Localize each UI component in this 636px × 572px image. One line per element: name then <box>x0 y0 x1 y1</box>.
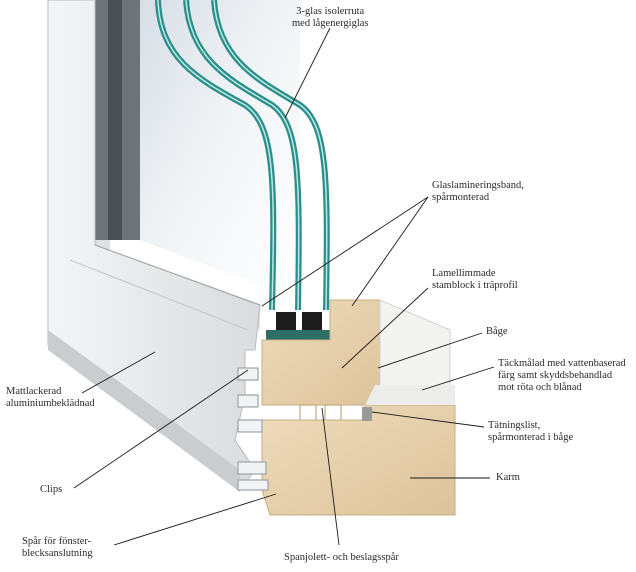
leader-spar <box>113 493 277 546</box>
label-tackmalad: Täckmålad med vattenbaserad färg samt sk… <box>498 358 626 393</box>
label-glass: 3-glas isolerruta med lågenergiglas <box>292 6 369 29</box>
glass-pane <box>140 0 300 300</box>
label-spar-fonsterblecksanslutning: Spår för fönster- blecksanslutning <box>22 536 93 559</box>
leader-mattlack <box>81 351 156 394</box>
leader-clips <box>73 369 249 489</box>
label-clips: Clips <box>40 484 63 495</box>
label-spanjolett: Spanjolett- och beslagsspår <box>284 552 399 563</box>
leader-spanjolett <box>321 407 340 546</box>
leader-tackmalad <box>421 366 495 391</box>
label-mattlackerad: Mattlackerad aluminiumbeklädnad <box>6 386 95 409</box>
label-tatningslist: Tätningslist, spårmonterad i båge <box>488 420 574 443</box>
leader-band-2 <box>351 196 429 307</box>
leader-lines <box>73 27 495 546</box>
leader-tatning <box>371 411 485 428</box>
leader-band-1 <box>261 196 429 307</box>
leader-glass <box>284 27 331 119</box>
label-lamellimmade: Lamellimmade stamblock i träprofil <box>432 268 518 291</box>
leader-lamell <box>341 287 429 369</box>
label-karm: Karm <box>496 472 520 483</box>
leader-bage <box>377 332 483 369</box>
label-glaslamineringsband: Glaslamineringsband, spårmonterad <box>432 180 524 203</box>
wood-frame-karm <box>261 385 456 516</box>
label-bage: Båge <box>486 326 508 337</box>
window-frame <box>47 0 300 492</box>
triple-glass-unit <box>155 0 332 340</box>
clip-profiles <box>237 367 269 491</box>
